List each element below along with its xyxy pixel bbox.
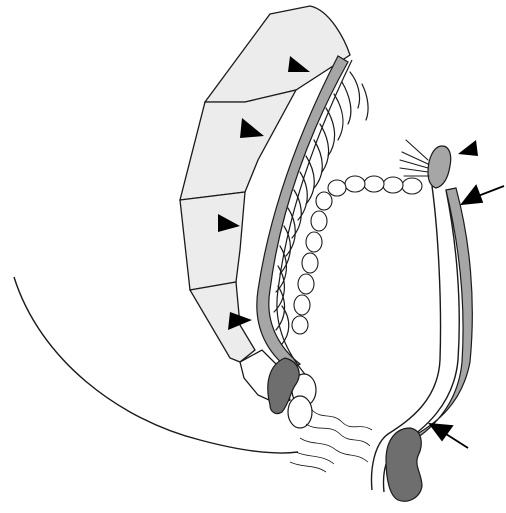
bead-chain (292, 176, 422, 334)
base-oval-2 (288, 396, 312, 428)
arrow-1-head (462, 186, 482, 204)
arrowhead-5 (458, 140, 478, 156)
segment-2 (180, 90, 296, 200)
tip-hairs (400, 140, 429, 176)
dark-lobe-right (386, 428, 422, 501)
segment-3 (180, 192, 245, 290)
arrow-1-shaft (478, 186, 504, 196)
arrow-2-head (430, 424, 452, 440)
arrow-2-shaft (446, 434, 468, 448)
right-tip-knob (428, 146, 451, 188)
right-gray-band (404, 188, 472, 446)
